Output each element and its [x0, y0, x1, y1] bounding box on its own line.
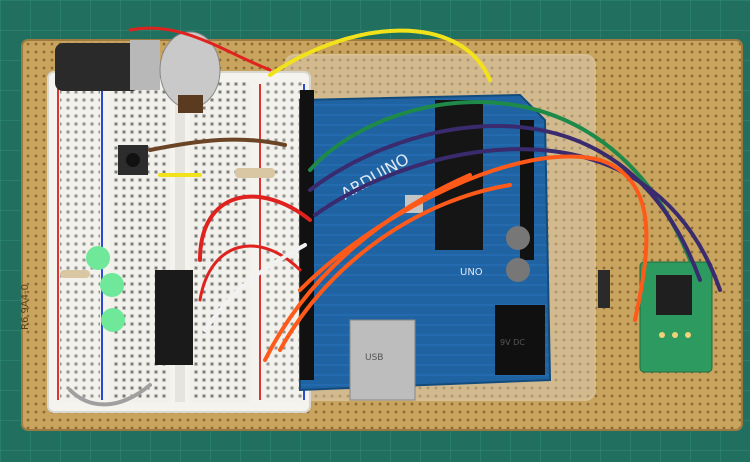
potentiometer [55, 31, 221, 113]
power-label: 9V DC [500, 338, 525, 347]
red-wire-2 [128, 26, 272, 72]
dc-jack [495, 305, 545, 375]
usb-label: USB [365, 353, 383, 363]
resistors [60, 168, 275, 278]
perfboard-silk-text: R6 9A4-0 [20, 284, 31, 330]
shift-register-ic [155, 270, 193, 365]
red-wire-1 [198, 194, 312, 262]
wire-bundle [68, 26, 722, 407]
gray-wire [68, 383, 152, 407]
led-3 [101, 308, 125, 332]
perf-header [598, 270, 610, 308]
purple-wire-1 [308, 123, 702, 282]
orange-wire-2 [278, 183, 512, 352]
arduino-model-text: UNO [460, 267, 483, 278]
orange-wire-3 [263, 173, 472, 362]
led-2 [100, 273, 124, 297]
white-wire [203, 243, 307, 332]
breakout-board [639, 261, 713, 373]
arduino-board: ARDUINO UNO [299, 90, 552, 401]
brown-wire [148, 137, 287, 152]
breadboard [47, 71, 311, 413]
usb-connector [349, 319, 416, 401]
led-group [86, 246, 125, 332]
purple-wire-2 [313, 147, 722, 292]
push-button [118, 145, 148, 175]
led-1 [86, 246, 110, 270]
yellow-wire [268, 28, 492, 82]
